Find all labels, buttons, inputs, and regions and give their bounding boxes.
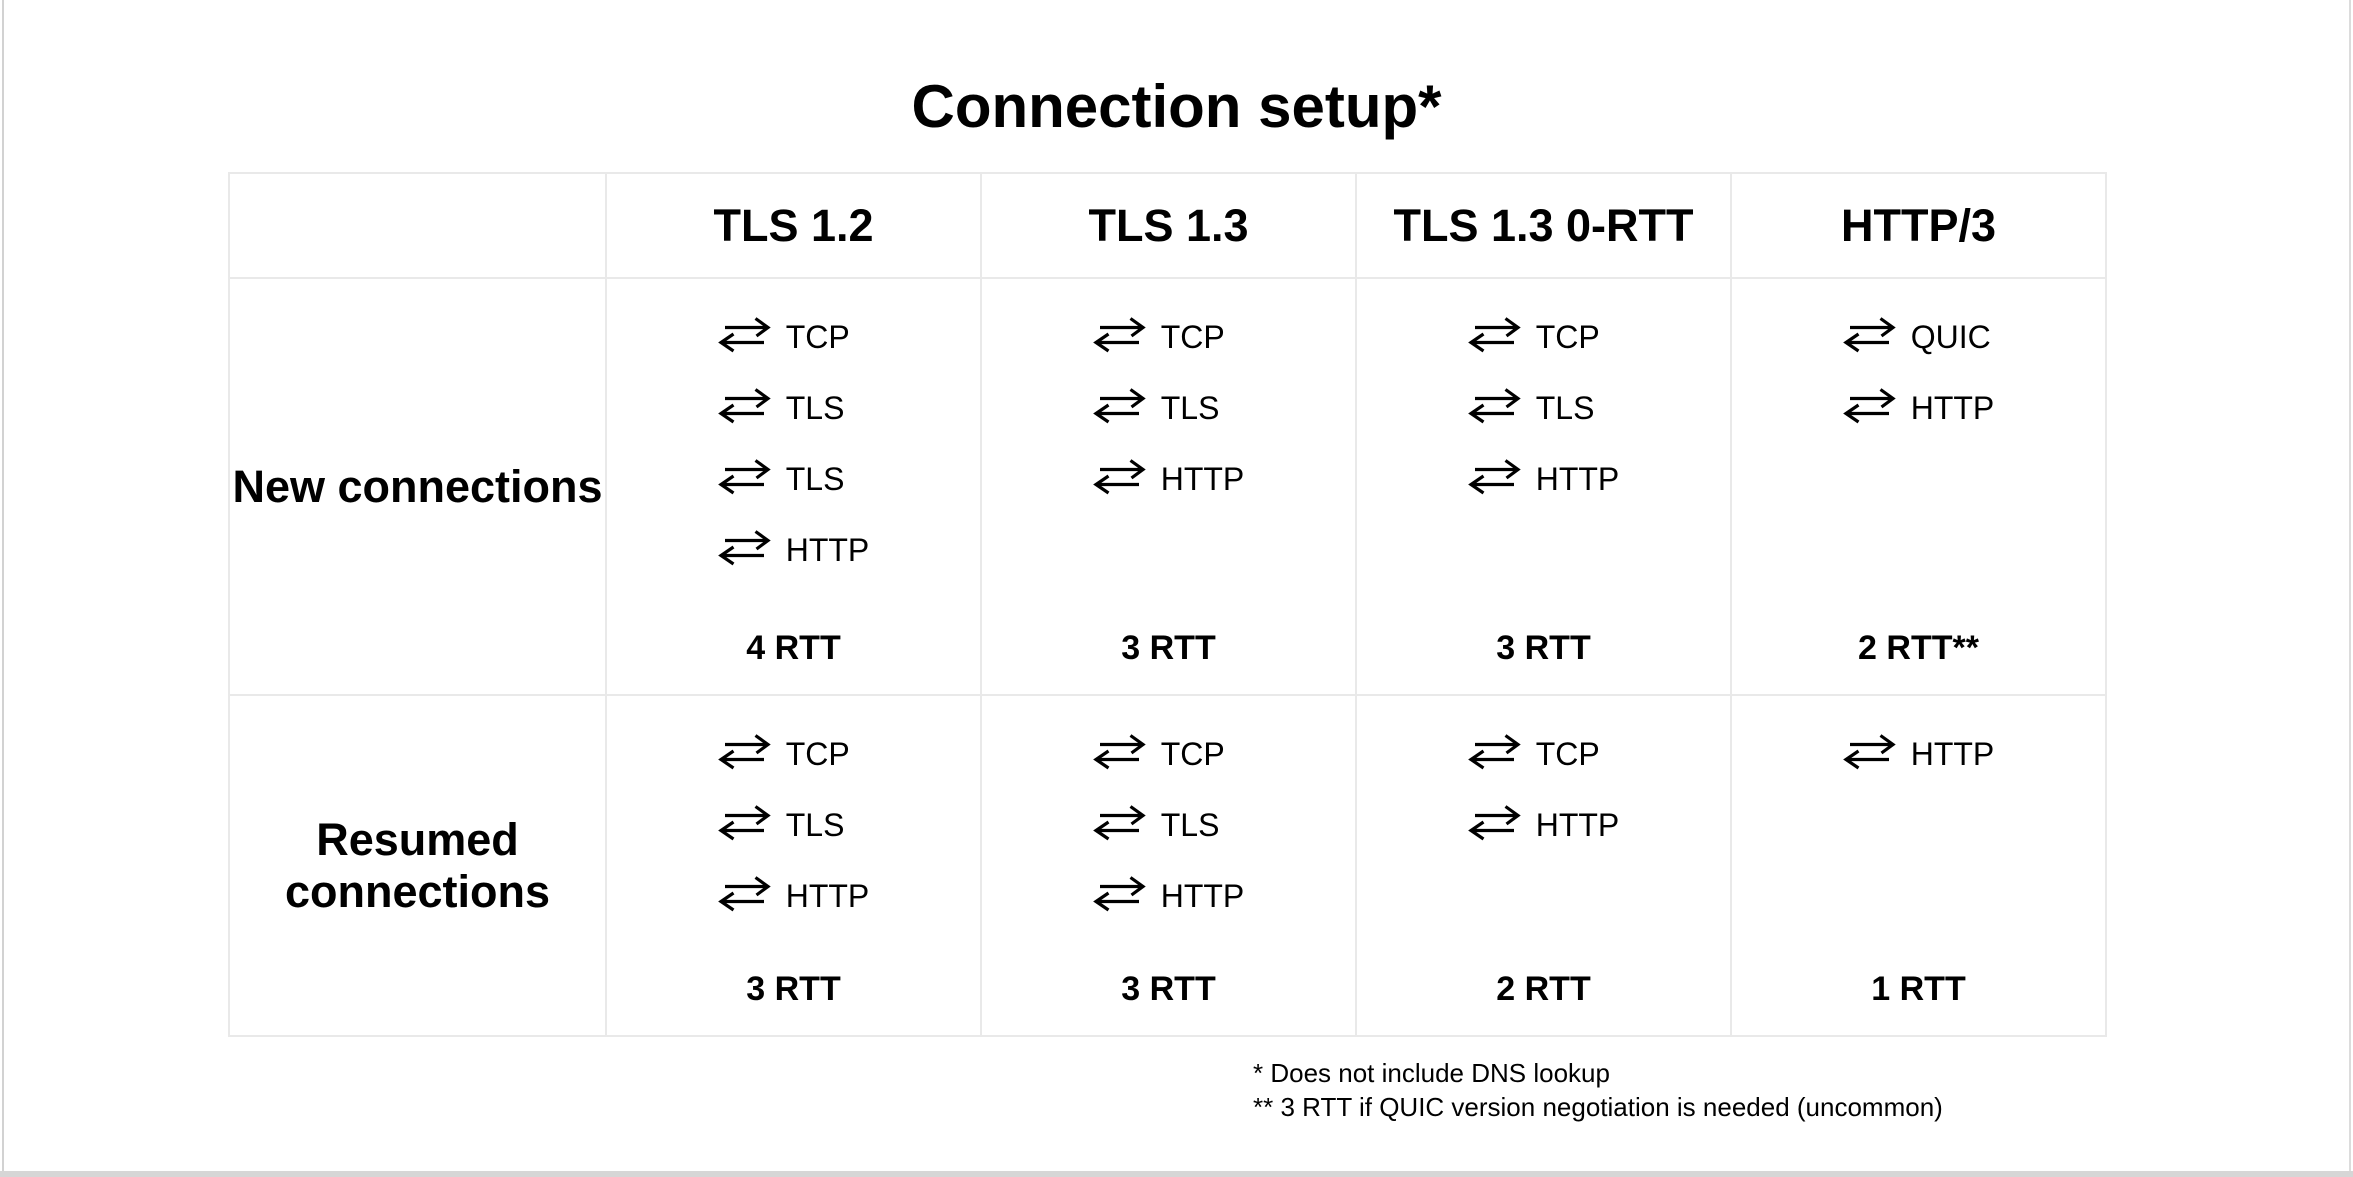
round-trip-arrow-icon <box>717 458 771 494</box>
cell-new-tls13: TCP TLS HTTP 3 RTT <box>980 277 1357 696</box>
round-trip-arrow-icon <box>1842 733 1896 769</box>
round-trip-arrow-icon <box>1467 458 1521 494</box>
protocol-label: TLS <box>785 460 845 497</box>
handshake-step: TCP <box>1467 299 1600 370</box>
table-row-new-connections: New connections TCP TLS TLS <box>228 277 2107 696</box>
handshake-step: HTTP <box>1092 441 1245 512</box>
handshake-step: TCP <box>1092 716 1225 787</box>
handshake-step: HTTP <box>717 512 870 583</box>
cell-new-tls13-0rtt: TCP TLS HTTP 3 RTT <box>1355 277 1732 696</box>
rtt-total: 3 RTT <box>1496 629 1591 667</box>
protocol-label: TLS <box>785 389 845 426</box>
protocol-label: TLS <box>1160 389 1220 426</box>
footnote-dns: * Does not include DNS lookup <box>1253 1058 1610 1088</box>
protocol-label: TLS <box>1535 389 1595 426</box>
handshake-step: HTTP <box>717 858 870 929</box>
rtt-total: 3 RTT <box>1121 629 1216 667</box>
handshake-step: HTTP <box>1842 370 1995 441</box>
round-trip-arrow-icon <box>1092 804 1146 840</box>
handshake-step: HTTP <box>1467 441 1620 512</box>
cell-resumed-http3: HTTP 1 RTT <box>1730 694 2107 1037</box>
round-trip-arrow-icon <box>1092 733 1146 769</box>
handshake-step: TLS <box>717 441 845 512</box>
round-trip-arrow-icon <box>717 804 771 840</box>
protocol-label: HTTP <box>1910 389 1995 426</box>
protocol-label: HTTP <box>1910 735 1995 772</box>
protocol-label: TLS <box>785 806 845 843</box>
handshake-step: HTTP <box>1092 858 1245 929</box>
round-trip-arrow-icon <box>1842 387 1896 423</box>
protocol-label: HTTP <box>1535 460 1620 497</box>
handshake-step: TCP <box>717 716 850 787</box>
cell-resumed-tls13: TCP TLS HTTP 3 RTT <box>980 694 1357 1037</box>
protocol-label: TCP <box>1535 735 1600 772</box>
handshake-step: TLS <box>717 787 845 858</box>
column-header-tls12: TLS 1.2 <box>605 172 982 279</box>
cell-new-tls12: TCP TLS TLS HTTP 4 RTT <box>605 277 982 696</box>
page-title: Connection setup* <box>911 73 1442 141</box>
table-row-resumed-connections: Resumed connections TCP TLS HTTP <box>228 694 2107 1037</box>
round-trip-arrow-icon <box>717 316 771 352</box>
round-trip-arrow-icon <box>1092 316 1146 352</box>
cell-resumed-tls13-0rtt: TCP HTTP 2 RTT <box>1355 694 1732 1037</box>
protocol-label: TCP <box>1160 735 1225 772</box>
cell-resumed-tls12: TCP TLS HTTP 3 RTT <box>605 694 982 1037</box>
column-header-tls13: TLS 1.3 <box>980 172 1357 279</box>
protocol-label: HTTP <box>785 531 870 568</box>
row-label-new-connections: New connections <box>228 277 607 696</box>
protocol-label: TCP <box>785 318 850 355</box>
round-trip-arrow-icon <box>1467 387 1521 423</box>
handshake-step: TCP <box>1092 299 1225 370</box>
canvas-edge-right <box>2349 0 2351 1177</box>
rtt-total: 4 RTT <box>746 629 841 667</box>
handshake-step: HTTP <box>1467 787 1620 858</box>
column-header-tls13-0rtt: TLS 1.3 0-RTT <box>1355 172 1732 279</box>
handshake-step: TLS <box>1467 370 1595 441</box>
handshake-step: HTTP <box>1842 716 1995 787</box>
rtt-total: 3 RTT <box>746 970 841 1008</box>
round-trip-arrow-icon <box>1842 316 1896 352</box>
handshake-step: TLS <box>717 370 845 441</box>
handshake-step: TLS <box>1092 370 1220 441</box>
protocol-label: HTTP <box>1535 806 1620 843</box>
canvas-edge-left <box>2 0 4 1177</box>
handshake-step: TLS <box>1092 787 1220 858</box>
footnotes: * Does not include DNS lookup ** 3 RTT i… <box>1253 1056 1943 1124</box>
round-trip-arrow-icon <box>717 733 771 769</box>
handshake-step: TCP <box>717 299 850 370</box>
protocol-label: TCP <box>1160 318 1225 355</box>
rtt-total: 2 RTT** <box>1858 629 1979 667</box>
protocol-label: TCP <box>1535 318 1600 355</box>
round-trip-arrow-icon <box>1467 733 1521 769</box>
protocol-label: HTTP <box>785 877 870 914</box>
round-trip-arrow-icon <box>717 875 771 911</box>
round-trip-arrow-icon <box>1467 804 1521 840</box>
footnote-quic-negotiation: ** 3 RTT if QUIC version negotiation is … <box>1253 1092 1943 1122</box>
protocol-label: HTTP <box>1160 460 1245 497</box>
table-header-row: TLS 1.2 TLS 1.3 TLS 1.3 0-RTT HTTP/3 <box>228 172 2107 279</box>
rtt-total: 2 RTT <box>1496 970 1591 1008</box>
round-trip-arrow-icon <box>1092 458 1146 494</box>
round-trip-arrow-icon <box>717 387 771 423</box>
round-trip-arrow-icon <box>717 529 771 565</box>
round-trip-arrow-icon <box>1092 387 1146 423</box>
column-header-http3: HTTP/3 <box>1730 172 2107 279</box>
connection-setup-table: TLS 1.2 TLS 1.3 TLS 1.3 0-RTT HTTP/3 New… <box>228 172 2107 1037</box>
handshake-step: TCP <box>1467 716 1600 787</box>
rtt-total: 3 RTT <box>1121 970 1216 1008</box>
protocol-label: QUIC <box>1910 318 1991 355</box>
handshake-step: QUIC <box>1842 299 1991 370</box>
round-trip-arrow-icon <box>1092 875 1146 911</box>
rtt-total: 1 RTT <box>1871 970 1966 1008</box>
table-corner-cell <box>228 172 607 279</box>
cell-new-http3: QUIC HTTP 2 RTT** <box>1730 277 2107 696</box>
protocol-label: TLS <box>1160 806 1220 843</box>
row-label-resumed-connections: Resumed connections <box>228 694 607 1037</box>
round-trip-arrow-icon <box>1467 316 1521 352</box>
canvas-edge-bottom <box>0 1171 2353 1177</box>
protocol-label: HTTP <box>1160 877 1245 914</box>
protocol-label: TCP <box>785 735 850 772</box>
